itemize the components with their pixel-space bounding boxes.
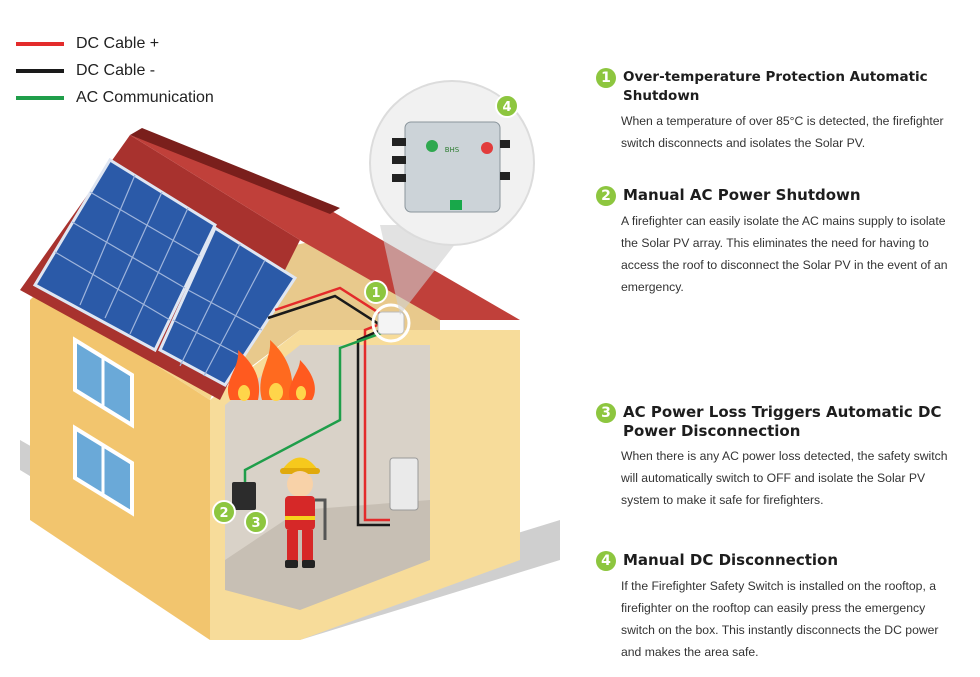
legend-label: AC Communication bbox=[76, 88, 214, 106]
black-line-swatch bbox=[16, 68, 64, 73]
callout-badge-2: 2 bbox=[212, 500, 236, 524]
feature-header: 4 Manual DC Disconnection bbox=[596, 551, 956, 571]
callout-number: 3 bbox=[251, 516, 260, 531]
feature-title: Manual AC Power Shutdown bbox=[623, 186, 861, 204]
feature-item-2: 2 Manual AC Power Shutdown A firefighter… bbox=[596, 186, 956, 298]
feature-description: A firefighter can easily isolate the AC … bbox=[621, 214, 948, 294]
green-line-swatch bbox=[16, 95, 64, 100]
firefighter-figure bbox=[280, 457, 327, 568]
feature-description: When there is any AC power loss detected… bbox=[621, 449, 948, 507]
feature-item-3: 3 AC Power Loss Triggers Automatic DC Po… bbox=[596, 403, 956, 511]
number-badge: 4 bbox=[596, 551, 616, 571]
ac-communication-cable bbox=[243, 328, 391, 490]
feature-header: 2 Manual AC Power Shutdown bbox=[596, 186, 956, 206]
interior-floor bbox=[225, 500, 430, 610]
callout-pointer bbox=[380, 225, 470, 315]
callout-badge-3: 3 bbox=[244, 510, 268, 534]
feature-header: 3 AC Power Loss Triggers Automatic DC Po… bbox=[596, 403, 956, 441]
callout-number: 4 bbox=[502, 100, 511, 115]
feature-title: Manual DC Disconnection bbox=[623, 551, 839, 569]
callout-number: 1 bbox=[371, 286, 380, 301]
window-lower bbox=[73, 424, 134, 517]
ac-isolator bbox=[232, 482, 256, 510]
callout-badge-4: 4 bbox=[495, 94, 519, 118]
inverter-box bbox=[389, 457, 419, 511]
callout-badge-1: 1 bbox=[364, 280, 388, 304]
window-upper bbox=[73, 336, 134, 429]
legend: DC Cable + DC Cable - AC Communication bbox=[16, 30, 214, 111]
feature-description: If the Firefighter Safety Switch is inst… bbox=[621, 579, 939, 659]
solar-panel-right bbox=[158, 225, 298, 387]
feature-title: AC Power Loss Triggers Automatic DC Powe… bbox=[623, 403, 942, 440]
callout-number: 2 bbox=[219, 506, 228, 521]
legend-item-ac-communication: AC Communication bbox=[16, 84, 214, 111]
fire-icon bbox=[227, 340, 315, 401]
number-badge: 2 bbox=[596, 186, 616, 206]
roof-ridge bbox=[130, 128, 340, 214]
device-logo-text: BHS bbox=[445, 146, 460, 154]
number-badge: 1 bbox=[596, 68, 616, 88]
feature-item-1: 1 Over-temperature Protection Automatic … bbox=[596, 68, 956, 154]
attic-switch-box bbox=[377, 311, 405, 335]
legend-label: DC Cable - bbox=[76, 61, 156, 79]
solar-panel-left bbox=[32, 157, 217, 353]
house-illustration: BHS 1 2 3 4 bbox=[20, 80, 560, 640]
feature-title: Over-temperature Protection Automatic Sh… bbox=[623, 69, 928, 104]
feature-header: 1 Over-temperature Protection Automatic … bbox=[596, 68, 956, 106]
legend-item-dc-negative: DC Cable - bbox=[16, 57, 214, 84]
number-badge: 3 bbox=[596, 403, 616, 423]
red-line-swatch bbox=[16, 41, 64, 46]
legend-item-dc-positive: DC Cable + bbox=[16, 30, 214, 57]
legend-label: DC Cable + bbox=[76, 34, 160, 52]
feature-item-4: 4 Manual DC Disconnection If the Firefig… bbox=[596, 551, 956, 663]
firefighter-safety-switch-device: BHS bbox=[392, 121, 510, 213]
attic-callout-ring bbox=[371, 303, 411, 343]
feature-description: When a temperature of over 85°C is detec… bbox=[621, 114, 944, 150]
dc-negative-cable bbox=[267, 294, 390, 527]
